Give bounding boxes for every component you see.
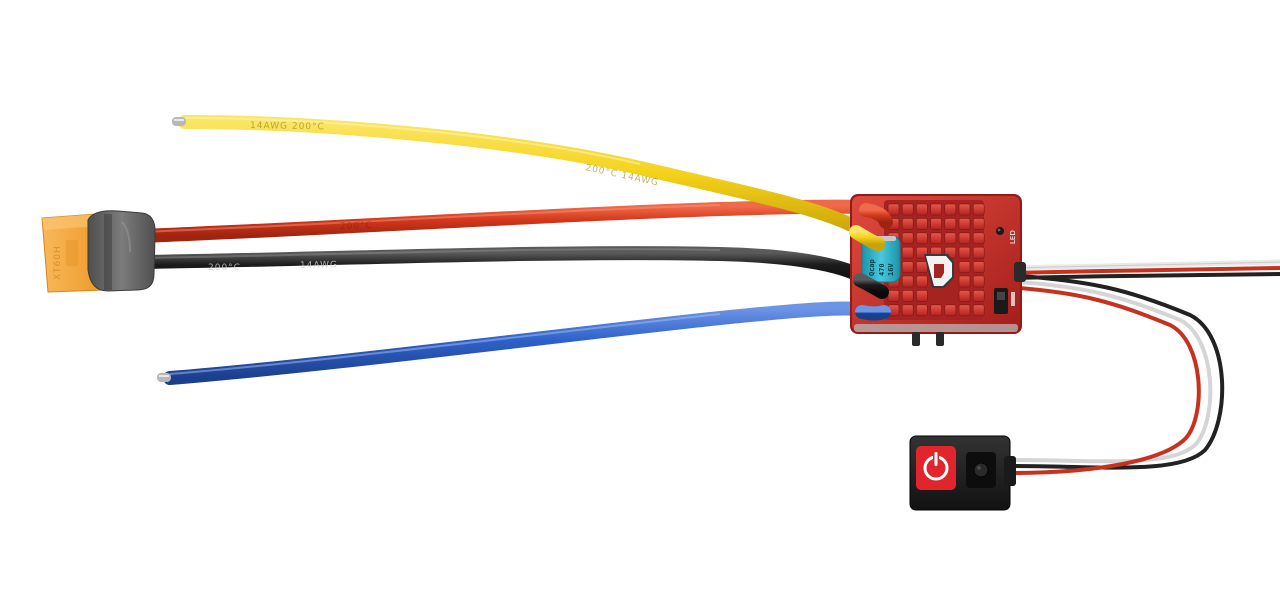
heatsink-fin — [901, 275, 914, 288]
power-switch — [909, 435, 1016, 511]
heatsink-fin — [916, 304, 928, 317]
blue-wire — [163, 301, 877, 385]
heatsink-fin — [958, 304, 971, 317]
capacitor-spec-2: 16V — [887, 263, 895, 276]
heatsink-fin — [972, 218, 985, 230]
heatsink-fin — [972, 304, 985, 317]
heatsink-fin — [958, 246, 971, 259]
red-wire-print: 200°C — [340, 221, 373, 232]
heatsink-fin — [944, 203, 957, 216]
heatsink-fin — [930, 232, 942, 245]
black-wire-print-temp: 200°C — [208, 263, 241, 273]
led-label: LED — [1009, 230, 1017, 244]
esc-unit: Qcap 470 16V LED — [850, 194, 1026, 346]
heatsink-fin — [901, 218, 914, 230]
heatsink-fin — [972, 290, 985, 302]
esc-wire-entries — [849, 203, 893, 321]
signal-lead-grommet — [1014, 262, 1026, 282]
heatsink-fin — [887, 290, 900, 302]
heatsink-fin — [958, 218, 971, 230]
heatsink-fin — [901, 232, 914, 245]
heatsink-fin — [958, 203, 971, 216]
heatsink-fin — [901, 304, 914, 317]
heatsink-fin — [958, 232, 971, 245]
heatsink-fin — [916, 218, 928, 230]
heatsink-fin — [916, 275, 928, 288]
push-button-icon — [966, 452, 996, 488]
switch-lead — [1004, 273, 1225, 475]
heatsink-fin — [901, 261, 914, 273]
heatsink-fin — [930, 304, 942, 317]
heatsink-fin — [972, 261, 985, 273]
heatsink-fin — [972, 232, 985, 245]
heatsink-fin — [930, 218, 942, 230]
yellow-wire-print-1: 14AWG 200°C — [250, 121, 325, 132]
led-indicator: LED — [996, 227, 1017, 244]
heatsink-fin — [972, 203, 985, 216]
heatsink-fin — [901, 246, 914, 259]
q-logo-icon — [924, 254, 954, 288]
yellow-wire-tip — [172, 117, 186, 126]
heatsink-fin — [916, 232, 928, 245]
heatsink-fin — [972, 246, 985, 259]
heatsink-fin — [916, 261, 928, 273]
capacitor-brand: Qcap — [868, 259, 876, 276]
heatsink-fin — [958, 275, 971, 288]
signal-lead — [1009, 259, 1280, 280]
heatsink-fin — [901, 290, 914, 302]
heatsink-fin — [944, 304, 957, 317]
power-icon — [916, 446, 956, 490]
heatsink-fin — [944, 232, 957, 245]
black-wire-print-gauge: 14AWG — [300, 260, 338, 271]
heatsink-fin — [916, 290, 928, 302]
capacitor-spec-1: 470 — [878, 263, 886, 276]
heatsink-fin — [972, 275, 985, 288]
xt60-marking: XT60H — [53, 245, 63, 280]
heatsink-fin — [958, 261, 971, 273]
heatsink-fin — [944, 218, 957, 230]
heatsink-fin — [916, 203, 928, 216]
heatsink-fin — [958, 290, 971, 302]
red-wire: 200°C + — [133, 199, 877, 243]
black-wire: 200°C 14AWG — [133, 246, 877, 289]
heatsink-fin — [887, 203, 900, 216]
heatsink-fin — [901, 203, 914, 216]
xt60-connector: XT60H — [41, 210, 156, 293]
blue-wire-tip — [157, 373, 171, 382]
heatsink-fin — [930, 203, 942, 216]
mode-jumper — [994, 288, 1015, 314]
